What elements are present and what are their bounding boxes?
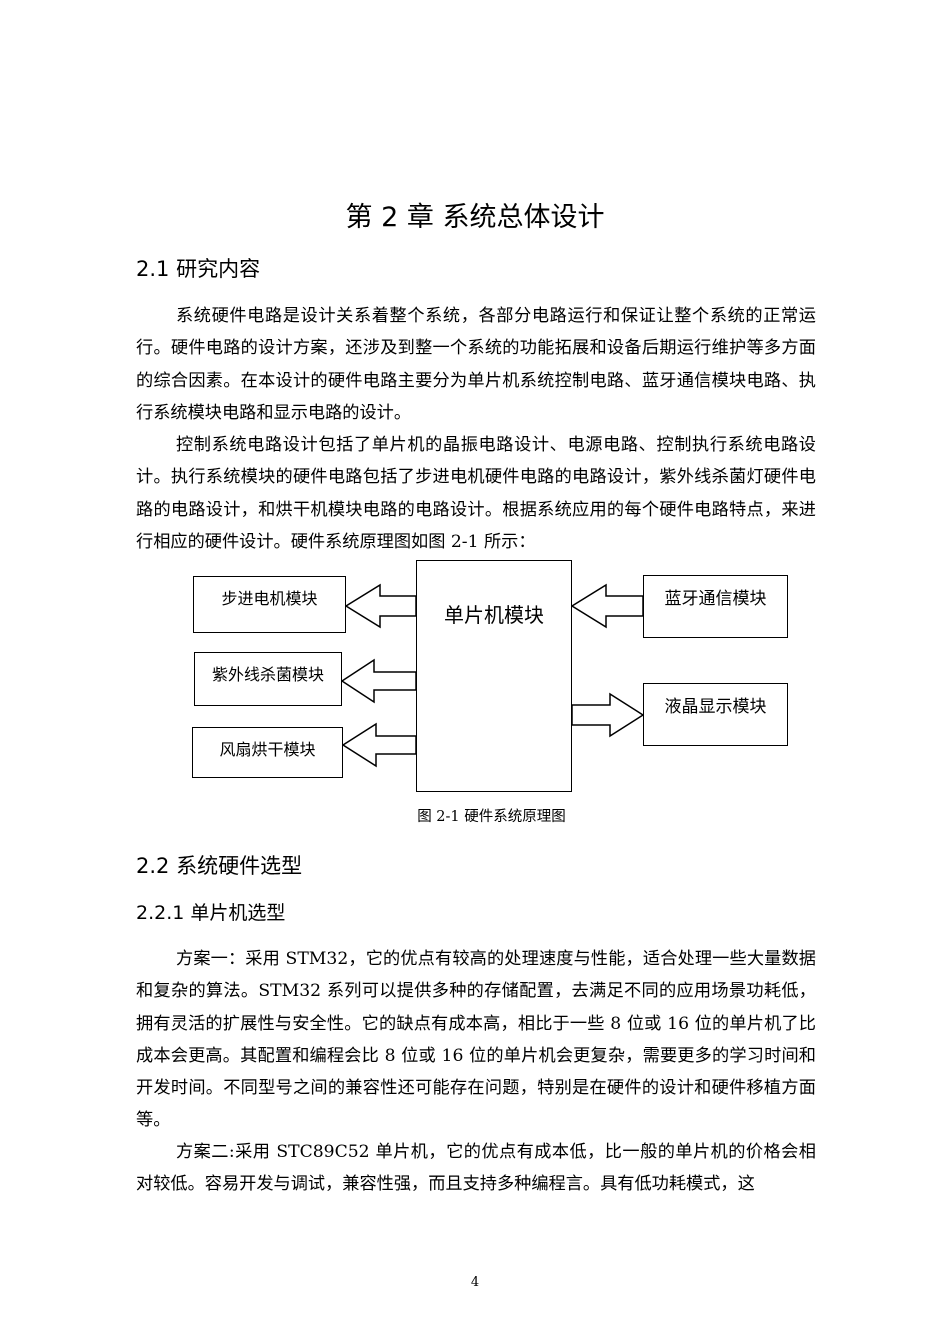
page-number: 4: [470, 1275, 480, 1290]
uv-sterilization-module-label: 紫外线杀菌模块: [211, 665, 324, 684]
bluetooth-module-box: 蓝牙通信模块: [643, 575, 788, 638]
subsection-heading-2-2-1: 2.2.1 单片机选型: [136, 902, 286, 924]
mcu-module-label: 单片机模块: [444, 603, 544, 627]
arrow-from-bluetooth: [570, 583, 644, 629]
section-heading-2-2: 2.2 系统硬件选型: [136, 854, 303, 878]
paragraph: 系统硬件电路是设计关系着整个系统，各部分电路运行和保证让整个系统的正常运行。硬件…: [136, 306, 816, 423]
fan-drying-module-box: 风扇烘干模块: [192, 727, 343, 778]
mcu-module-box: 单片机模块: [416, 560, 572, 792]
fan-drying-module-label: 风扇烘干模块: [219, 740, 316, 759]
figure-caption: 图 2-1 硬件系统原理图: [417, 809, 566, 825]
stepper-motor-module-label: 步进电机模块: [221, 589, 318, 608]
arrow-to-fan-module: [341, 722, 417, 768]
paragraph: 方案二:采用 STC89C52 单片机，它的优点有成本低，比一般的单片机的价格会…: [136, 1142, 816, 1195]
bluetooth-module-label: 蓝牙通信模块: [664, 589, 767, 609]
chapter-title: 第 2 章 系统总体设计: [345, 202, 605, 233]
stepper-motor-module-box: 步进电机模块: [193, 576, 346, 633]
paragraph: 控制系统电路设计包括了单片机的晶振电路设计、电源电路、控制执行系统电路设计。执行…: [136, 435, 816, 552]
uv-sterilization-module-box: 紫外线杀菌模块: [194, 652, 342, 706]
paragraph: 方案一：采用 STM32，它的优点有较高的处理速度与性能，适合处理一些大量数据和…: [136, 949, 816, 1131]
lcd-module-box: 液晶显示模块: [643, 683, 788, 746]
arrow-to-lcd: [571, 692, 645, 738]
arrow-to-uv-module: [340, 658, 417, 704]
arrow-to-stepper-motor: [344, 583, 417, 629]
section-heading-2-1: 2.1 研究内容: [136, 257, 261, 281]
lcd-module-label: 液晶显示模块: [664, 697, 767, 717]
